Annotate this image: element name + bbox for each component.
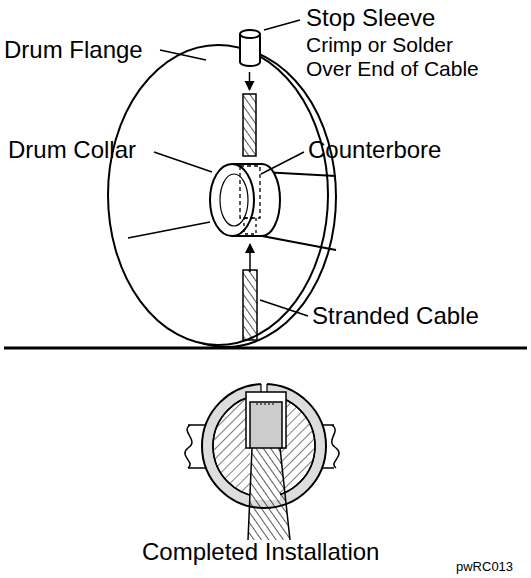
drum-collar (210, 164, 254, 236)
part-label: Stranded Cable (312, 302, 479, 330)
stop-sleeve-section (250, 402, 282, 448)
stop-sleeve-top (240, 30, 260, 38)
drum-body-bottom (262, 236, 336, 250)
leader-line (160, 50, 206, 60)
stranded-cable (243, 270, 257, 340)
leader-line (260, 300, 308, 316)
cable-hole (244, 218, 256, 234)
drum-break (185, 425, 192, 468)
part-label: Drum Collar (8, 136, 136, 164)
leader-line (264, 20, 300, 30)
flange-line (128, 222, 210, 238)
separator (4, 347, 527, 350)
part-label: Counterbore (308, 136, 441, 164)
part-label: Stop Sleeve (306, 4, 435, 32)
drum-flange (108, 45, 328, 345)
insert-arrow (249, 244, 251, 272)
caption-label: Completed Installation (142, 538, 379, 566)
part-label: Drum Flange (4, 36, 143, 64)
counterbore-section (246, 392, 286, 448)
cable-end (243, 94, 256, 156)
note-label: Crimp or Solder Over End of Cable (306, 33, 498, 81)
sleeve-detail (256, 404, 276, 405)
counterbore (240, 166, 260, 218)
cable-outline (248, 448, 290, 540)
leader-line (261, 152, 304, 174)
stranded-cable-section (248, 448, 290, 540)
drum-break (332, 425, 339, 468)
insert-arrow (249, 72, 251, 90)
leader-line (154, 152, 212, 172)
figure-id: pwRC013 (456, 560, 513, 575)
